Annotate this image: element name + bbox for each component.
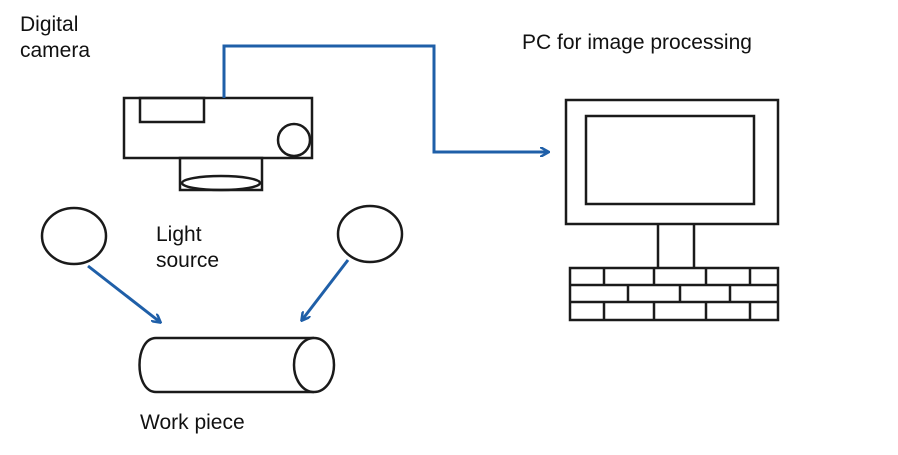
light-source-label-line1: Light <box>156 223 202 246</box>
digital-camera-label: Digital camera <box>20 12 90 64</box>
light-source-left-icon <box>40 206 108 266</box>
digital-camera-label-line1: Digital <box>20 13 79 36</box>
monitor-screen <box>584 114 756 206</box>
work-piece-icon <box>138 336 336 394</box>
light-source-label: Light source <box>156 222 219 274</box>
camera-lens-ring <box>180 174 262 192</box>
camera-to-pc-arrow <box>222 44 548 152</box>
light-source-label-line2: source <box>156 249 220 272</box>
digital-camera-label-line2: camera <box>20 39 91 62</box>
work-piece-label: Work piece <box>140 411 245 434</box>
monitor-icon <box>564 98 780 268</box>
camera-lens <box>178 156 264 192</box>
camera-icon <box>122 96 314 192</box>
camera-button <box>276 122 312 158</box>
light-right-arrow <box>302 259 350 320</box>
pc-label: PC for image processing <box>522 31 752 54</box>
keyboard-icon <box>568 266 780 322</box>
light-left-arrow <box>87 264 160 322</box>
camera-viewfinder <box>138 96 206 124</box>
monitor-frame <box>564 98 780 226</box>
light-source-right-icon <box>336 204 404 264</box>
